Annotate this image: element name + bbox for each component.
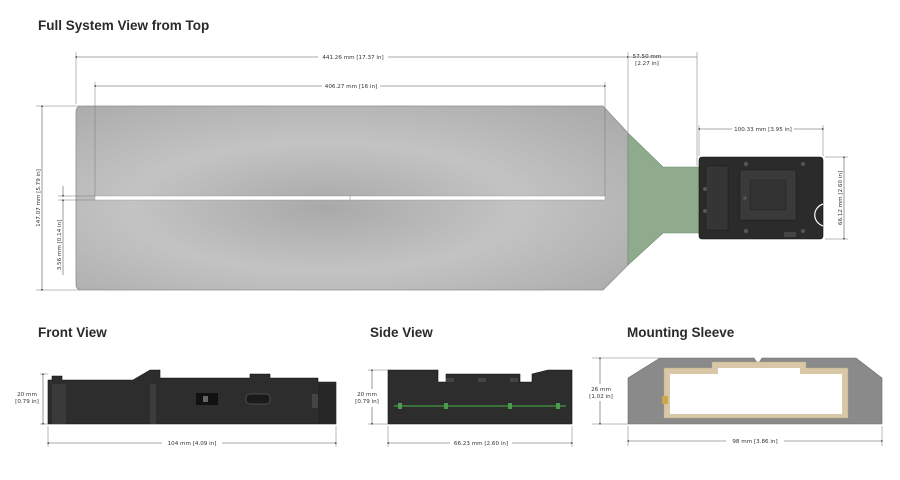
side-height-in-label: [0.79 in] bbox=[355, 399, 379, 405]
sensor-width-label: 147.07 mm [5.79 in] bbox=[36, 169, 42, 227]
top-view: 441.26 mm [17.37 in] 57.50 mm [2.27 in] … bbox=[36, 52, 848, 292]
front-view: 20 mm [0.79 in] 104 mm [4.09 in] bbox=[14, 369, 338, 447]
board-height-label: 66.12 mm [2.60 in] bbox=[838, 171, 844, 225]
sleeve-height-in-label: [1.02 in] bbox=[589, 394, 613, 400]
sleeve-height-label: 26 mm bbox=[591, 387, 611, 393]
side-view-heading: Side View bbox=[370, 325, 433, 340]
sleeve-cavity bbox=[670, 368, 842, 414]
flex-cable bbox=[627, 132, 701, 266]
taper-length-label: 57.50 mm bbox=[633, 54, 662, 60]
side-housing bbox=[387, 369, 573, 425]
overall-length-label: 441.26 mm [17.37 in] bbox=[322, 55, 383, 61]
side-view: 20 mm [0.79 in] 66.23 mm [2.60 in] bbox=[354, 368, 574, 447]
side-height-label: 20 mm bbox=[357, 392, 377, 398]
slit-width-label: 3.56 mm [0.14 in] bbox=[57, 220, 63, 271]
sleeve-length-label: 98 mm [3.86 in] bbox=[732, 439, 777, 445]
taper-length-in-label: [2.27 in] bbox=[635, 61, 659, 67]
front-height-label: 20 mm bbox=[17, 392, 37, 398]
mounting-sleeve: 26 mm [1.02 in] 98 mm [3.86 in] bbox=[588, 356, 884, 446]
front-view-heading: Front View bbox=[38, 325, 107, 340]
front-height-in-label: [0.79 in] bbox=[15, 399, 39, 405]
electronics-board bbox=[698, 156, 824, 240]
board-length-label: 100.33 mm [3.95 in] bbox=[734, 127, 792, 133]
top-view-heading: Full System View from Top bbox=[38, 18, 210, 33]
sensor-length-label: 406.27 mm [16 in] bbox=[325, 84, 377, 90]
front-housing bbox=[47, 369, 337, 425]
front-length-label: 104 mm [4.09 in] bbox=[168, 441, 217, 447]
side-length-label: 66.23 mm [2.60 in] bbox=[454, 441, 508, 447]
mounting-sleeve-heading: Mounting Sleeve bbox=[627, 325, 735, 340]
